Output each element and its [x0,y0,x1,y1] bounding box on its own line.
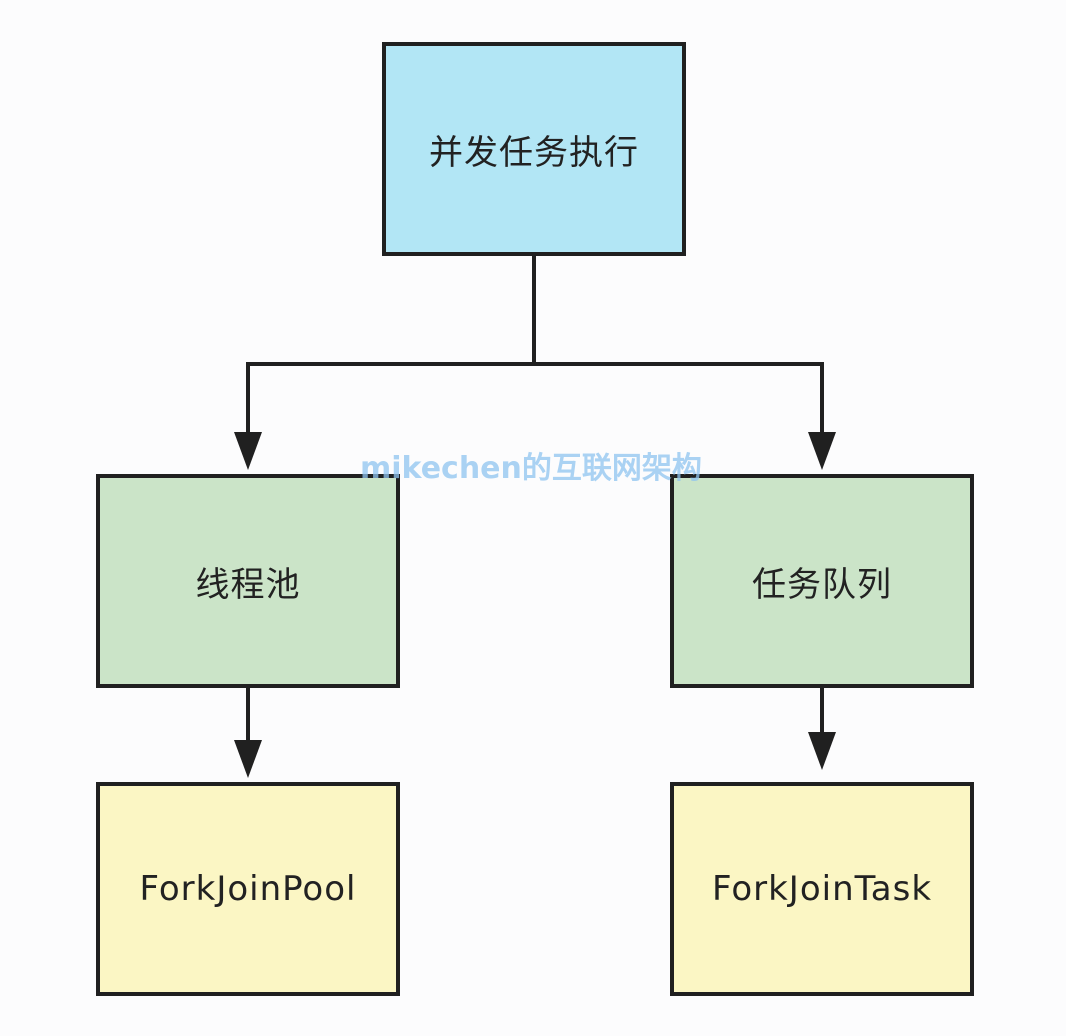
forkjointask-label: ForkJoinTask [711,869,933,909]
forkjoinpool-node: ForkJoinPool [96,782,400,996]
right-drop-arrow [808,432,836,470]
task-queue-node: 任务队列 [670,474,974,688]
right-leaf-arrow [808,732,836,770]
forkjointask-node: ForkJoinTask [670,782,974,996]
thread-pool-label: 线程池 [195,564,301,605]
left-drop-arrow [234,432,262,470]
forkjoinpool-label: ForkJoinPool [139,869,357,909]
watermark-text: mikechen的互联网架构 [360,451,702,486]
left-leaf-arrow [234,740,262,778]
thread-pool-node: 线程池 [96,474,400,688]
task-queue-label: 任务队列 [752,564,892,605]
root-node-label: 并发任务执行 [429,132,639,173]
root-node: 并发任务执行 [382,42,686,256]
